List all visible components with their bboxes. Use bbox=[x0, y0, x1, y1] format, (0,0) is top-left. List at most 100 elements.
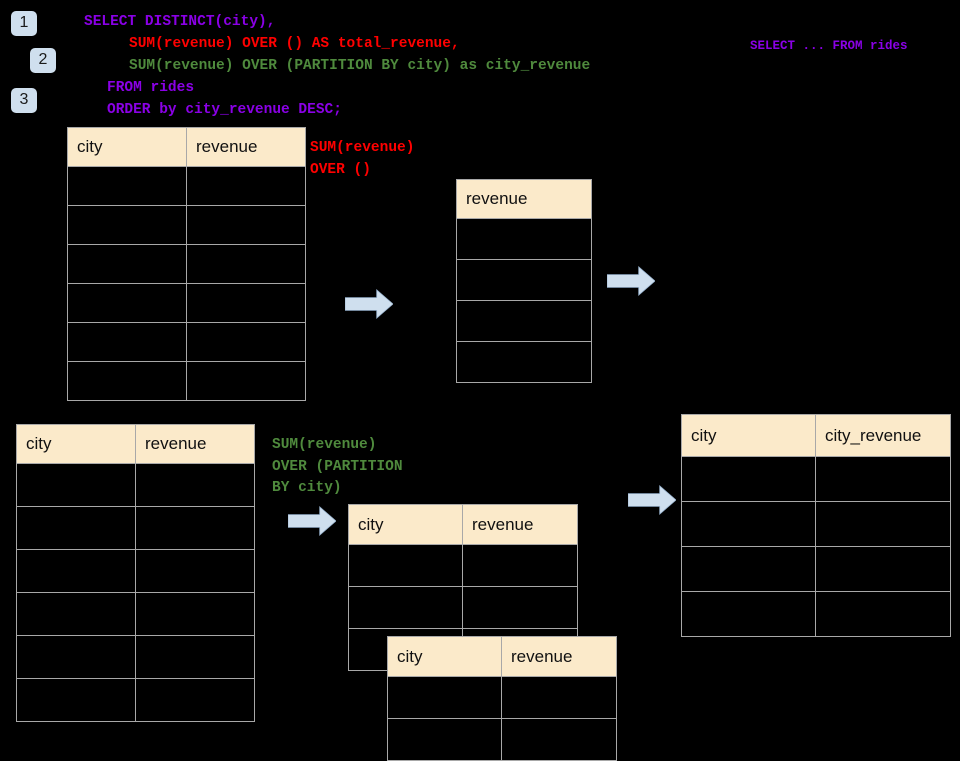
table-cell bbox=[348, 586, 463, 629]
table-cell bbox=[186, 283, 306, 323]
table-row bbox=[67, 322, 306, 362]
table-row bbox=[348, 586, 578, 629]
annotation-over-partition: SUM(revenue) OVER (PARTITION BY city) bbox=[272, 437, 403, 496]
table-cell bbox=[186, 205, 306, 245]
column-header: revenue bbox=[456, 179, 592, 219]
table-cell bbox=[186, 361, 306, 401]
table-cell bbox=[815, 501, 951, 547]
table-cell bbox=[135, 549, 255, 593]
table-cell bbox=[67, 361, 187, 401]
column-header: revenue bbox=[501, 636, 617, 677]
column-header: city bbox=[387, 636, 502, 677]
table-cell bbox=[456, 259, 592, 301]
column-header: city bbox=[681, 414, 816, 457]
table-row bbox=[67, 244, 306, 284]
step-badge-3: 3 bbox=[11, 88, 37, 113]
arrow-source-to-total-icon bbox=[345, 289, 393, 319]
table-row bbox=[387, 718, 617, 761]
column-header: revenue bbox=[186, 127, 306, 167]
step-badge-1: 1 bbox=[11, 11, 37, 36]
diagram-canvas: 1 2 3 SELECT DISTINCT(city), SUM(revenue… bbox=[11, 11, 951, 761]
table-cell bbox=[815, 546, 951, 592]
arrow-source-to-partition-icon bbox=[288, 506, 336, 536]
table-row bbox=[348, 544, 578, 587]
table-cell bbox=[681, 501, 816, 547]
sql-line-order: ORDER by city_revenue DESC; bbox=[107, 102, 342, 118]
table-cell bbox=[186, 166, 306, 206]
table-row bbox=[681, 546, 951, 592]
column-header: city_revenue bbox=[815, 414, 951, 457]
table-cell bbox=[501, 676, 617, 719]
arrow-partition-to-result-icon bbox=[628, 485, 676, 515]
table-row bbox=[456, 259, 592, 301]
table-cell bbox=[815, 591, 951, 637]
table-row bbox=[67, 166, 306, 206]
table-cell bbox=[16, 635, 136, 679]
table-cell bbox=[16, 506, 136, 550]
table-row bbox=[387, 676, 617, 719]
table-row bbox=[16, 463, 255, 507]
sql-note-select-from-rides: SELECT ... FROM rides bbox=[750, 39, 908, 53]
table-cell bbox=[186, 322, 306, 362]
table-row bbox=[67, 361, 306, 401]
column-header: city bbox=[16, 424, 136, 464]
table-row bbox=[16, 678, 255, 722]
table-cell bbox=[16, 592, 136, 636]
table-cell bbox=[501, 718, 617, 761]
table-cell bbox=[462, 544, 578, 587]
column-header: revenue bbox=[462, 504, 578, 545]
table-row bbox=[456, 341, 592, 383]
table-row bbox=[16, 592, 255, 636]
table-cell bbox=[387, 676, 502, 719]
table-cell bbox=[16, 463, 136, 507]
table-row bbox=[67, 205, 306, 245]
table-cell bbox=[815, 456, 951, 502]
table-row bbox=[16, 635, 255, 679]
annotation-over-empty: SUM(revenue) OVER () bbox=[310, 140, 415, 178]
table-cell bbox=[681, 456, 816, 502]
table-row bbox=[456, 218, 592, 260]
table-cell bbox=[387, 718, 502, 761]
table-row bbox=[67, 283, 306, 323]
sql-line-select: SELECT DISTINCT(city), bbox=[84, 14, 276, 30]
table-cell bbox=[67, 205, 187, 245]
table-header-row: revenue bbox=[456, 179, 592, 219]
table-cell bbox=[16, 549, 136, 593]
column-header: city bbox=[348, 504, 463, 545]
table-row bbox=[16, 549, 255, 593]
sql-line-total: SUM(revenue) OVER () AS total_revenue, bbox=[129, 36, 460, 52]
table-cell bbox=[456, 218, 592, 260]
table-row bbox=[681, 591, 951, 637]
table-cell bbox=[681, 546, 816, 592]
table-cell bbox=[135, 463, 255, 507]
step-badge-2: 2 bbox=[30, 48, 56, 73]
table-row bbox=[681, 501, 951, 547]
table-total-revenue-result: revenue bbox=[456, 179, 592, 383]
table-row bbox=[16, 506, 255, 550]
table-cell bbox=[456, 341, 592, 383]
table-cell bbox=[135, 678, 255, 722]
column-header: city bbox=[67, 127, 187, 167]
table-cell bbox=[67, 322, 187, 362]
table-cell bbox=[135, 635, 255, 679]
table-cell bbox=[16, 678, 136, 722]
table-cell bbox=[681, 591, 816, 637]
table-row bbox=[456, 300, 592, 342]
table-row bbox=[681, 456, 951, 502]
table-cell bbox=[67, 244, 187, 284]
table-cell bbox=[67, 283, 187, 323]
table-cell bbox=[348, 544, 463, 587]
column-header: revenue bbox=[135, 424, 255, 464]
sql-line-from: FROM rides bbox=[107, 80, 195, 96]
table-cell bbox=[135, 592, 255, 636]
table-cell bbox=[462, 586, 578, 629]
table-cell bbox=[186, 244, 306, 284]
